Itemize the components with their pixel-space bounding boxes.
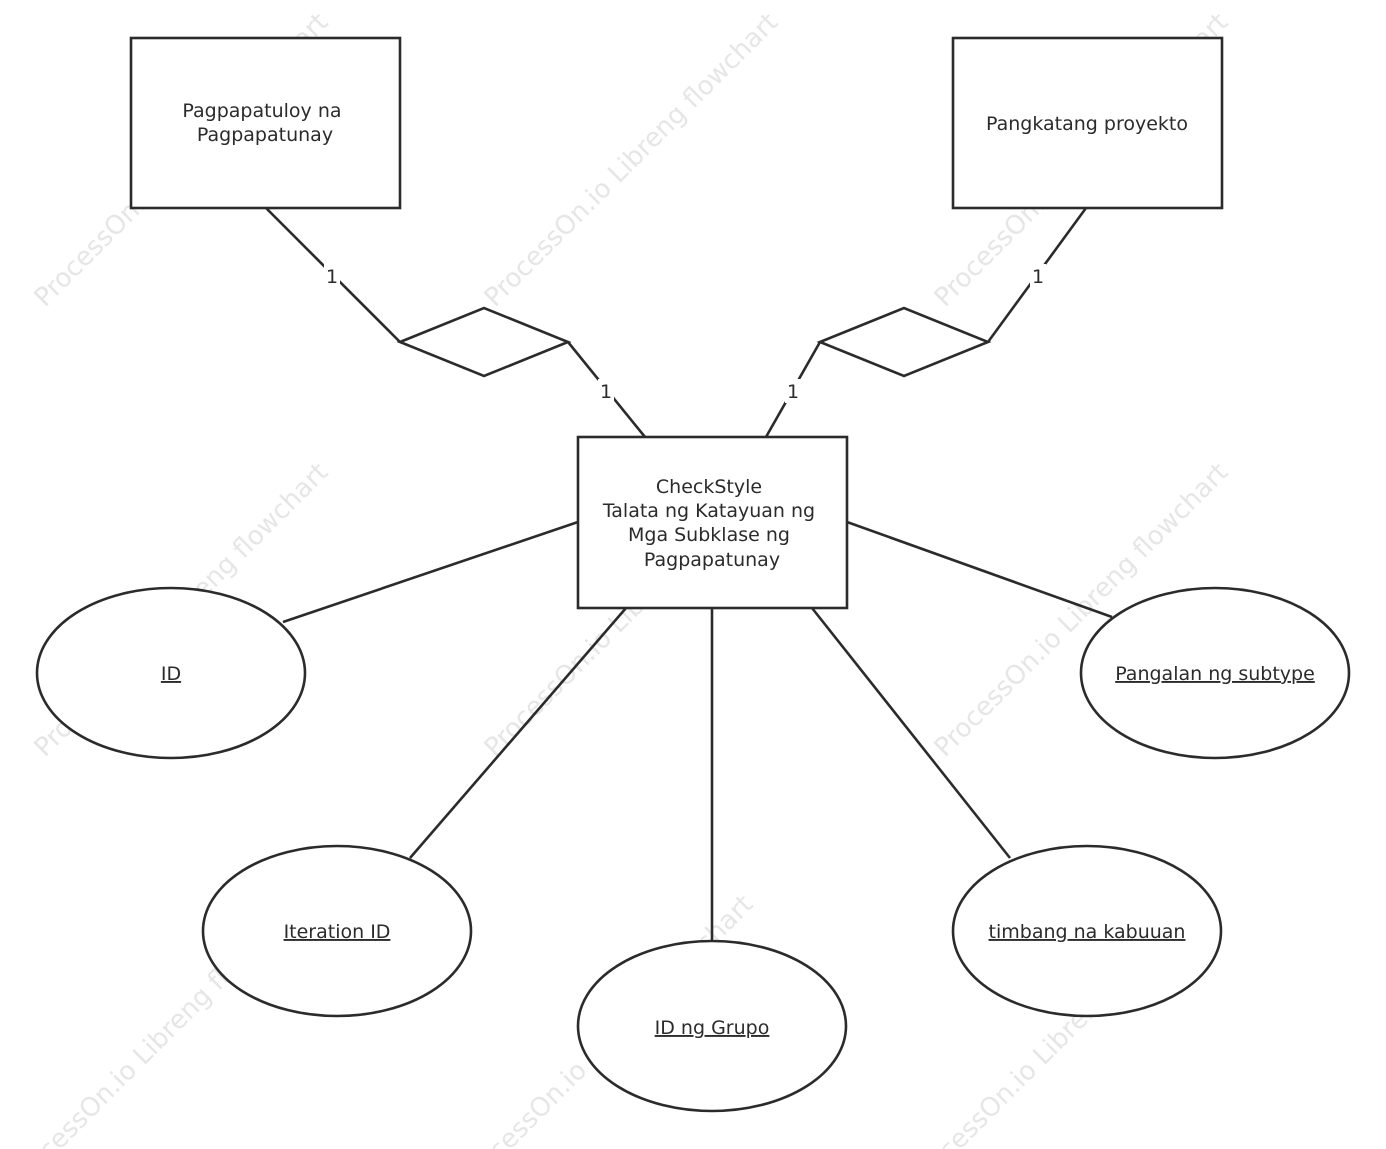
cardinality-label: 1 <box>600 381 612 403</box>
attribute-label: ID ng Grupo <box>655 1017 770 1039</box>
attribute-group-id[interactable]: ID ng Grupo <box>576 939 848 1113</box>
entity-label: Pangkatang proyekto <box>986 113 1188 135</box>
relationship-diamond-right[interactable] <box>816 306 992 378</box>
cardinality-label: 1 <box>787 381 799 403</box>
cardinality-label: 1 <box>1032 266 1044 288</box>
attribute-total-weight[interactable]: timbang na kabuuan <box>951 844 1223 1018</box>
entity-pangkatang-proyekto[interactable]: Pangkatang proyekto <box>951 36 1224 210</box>
entity-checkstyle[interactable]: CheckStyle Talata ng Katayuan ng Mga Sub… <box>576 435 849 610</box>
cardinality-labels: 1 1 1 1 <box>324 264 1046 403</box>
connector-line[interactable] <box>409 607 627 859</box>
attribute-label: timbang na kabuuan <box>989 921 1186 943</box>
cardinality-label: 1 <box>326 266 338 288</box>
entity-label: Pagpapatuloy na Pagpapatunay <box>182 100 347 146</box>
attribute-id[interactable]: ID <box>35 586 307 760</box>
connector-line[interactable] <box>282 520 579 624</box>
entity-pagpapatuloy[interactable]: Pagpapatuloy na Pagpapatunay <box>129 36 402 210</box>
watermark: ProcessOn.io Libreng flowchart <box>479 8 784 313</box>
attribute-iteration-id[interactable]: Iteration ID <box>201 844 473 1018</box>
attribute-label: Iteration ID <box>284 921 391 943</box>
attribute-label: Pangalan ng subtype <box>1115 663 1315 685</box>
entity-label: CheckStyle Talata ng Katayuan ng Mga Sub… <box>602 476 821 571</box>
connector-line[interactable] <box>810 607 1012 859</box>
relationship-diamond-left[interactable] <box>396 306 572 378</box>
attribute-subtype-name[interactable]: Pangalan ng subtype <box>1079 586 1351 760</box>
connector-line[interactable] <box>846 520 1113 619</box>
attribute-label: ID <box>161 663 181 685</box>
